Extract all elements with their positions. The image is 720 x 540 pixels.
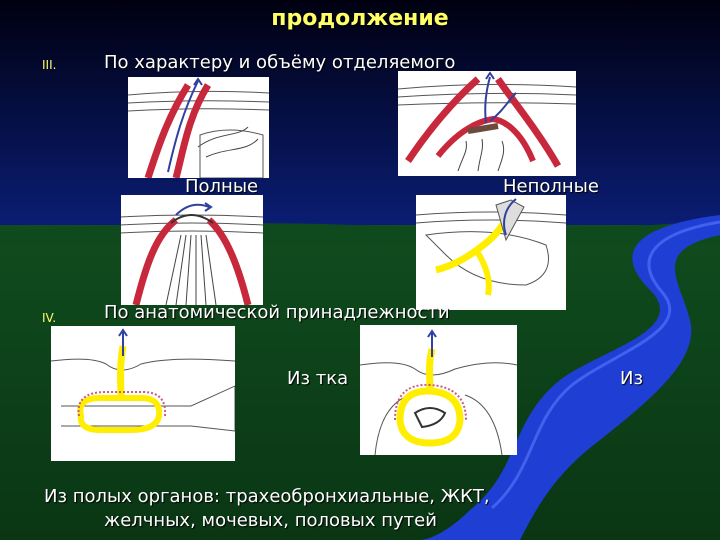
figure-complete-fistula <box>128 77 269 178</box>
figure-tubular-fistula <box>416 195 566 310</box>
figure-joint-fistula <box>360 325 517 455</box>
section-4-heading: По анатомической принадлежности <box>104 302 450 323</box>
section-4-marker: IV. <box>42 311 56 325</box>
bottom-text-line-1: Из полых органов: трахеобронхиальные, ЖК… <box>44 486 490 507</box>
figure-labial-fistula <box>121 195 263 305</box>
bottom-text-line-2: желчных, мочевых, половых путей <box>104 510 437 531</box>
slide-title: продолжение <box>0 6 720 31</box>
label-complete: Полные <box>185 176 258 197</box>
label-incomplete: Неполные <box>503 176 599 197</box>
figure-incomplete-fistula <box>398 71 576 176</box>
section-3-marker: III. <box>42 58 56 72</box>
section-3-heading: По характеру и объёму отделяемого <box>104 52 455 73</box>
figure-bone-fistula <box>51 326 235 461</box>
label-from-organ: Из <box>620 368 643 389</box>
label-from-tissue: Из тка <box>287 368 348 389</box>
